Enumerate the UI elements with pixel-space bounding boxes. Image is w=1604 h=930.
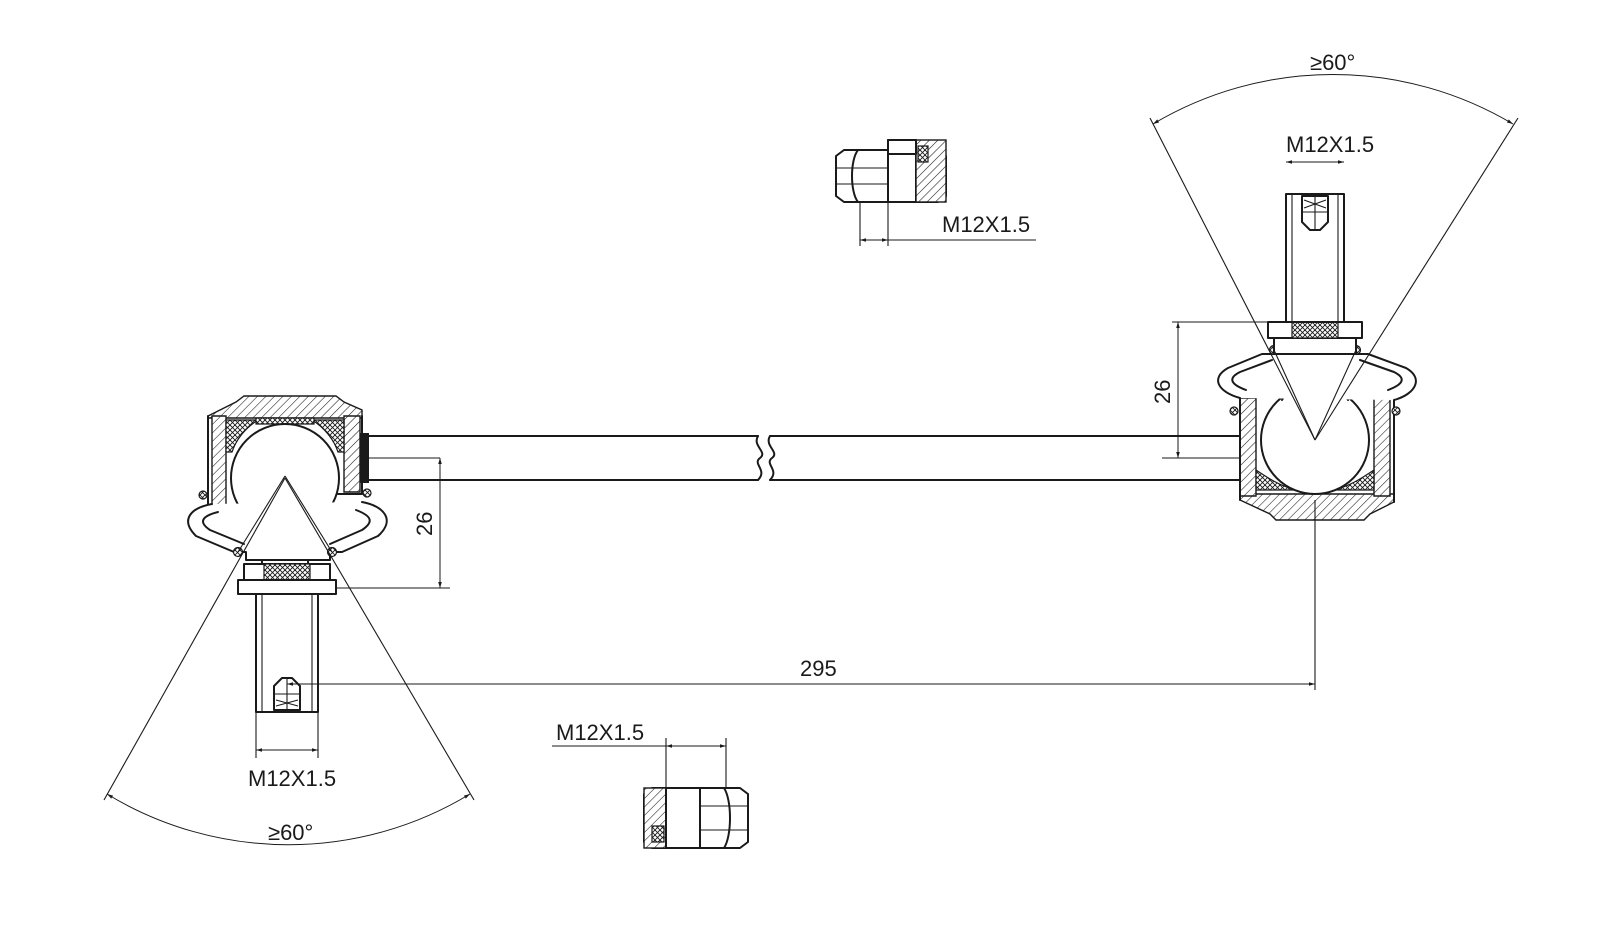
right-ball-joint <box>1217 193 1417 690</box>
label-thread-bottom-nut: M12X1.5 <box>556 720 644 745</box>
labels: M12X1.5 M12X1.5 M12X1.5 M12X1.5 ≥60° ≥60… <box>248 50 1374 845</box>
label-angle-bottom: ≥60° <box>268 820 313 845</box>
bottom-nut <box>552 738 749 849</box>
left-ball-joint <box>187 395 388 713</box>
label-thread-top-nut: M12X1.5 <box>942 212 1030 237</box>
label-thread-right-stud: M12X1.5 <box>1286 132 1374 157</box>
label-thread-left-stud: M12X1.5 <box>248 766 336 791</box>
label-height-left: 26 <box>412 512 437 536</box>
dimension-lines <box>103 74 1519 846</box>
label-length: 295 <box>800 656 837 681</box>
label-angle-top: ≥60° <box>1310 50 1355 75</box>
label-height-right: 26 <box>1150 380 1175 404</box>
top-nut <box>835 139 1036 246</box>
connecting-rod <box>359 433 1254 483</box>
